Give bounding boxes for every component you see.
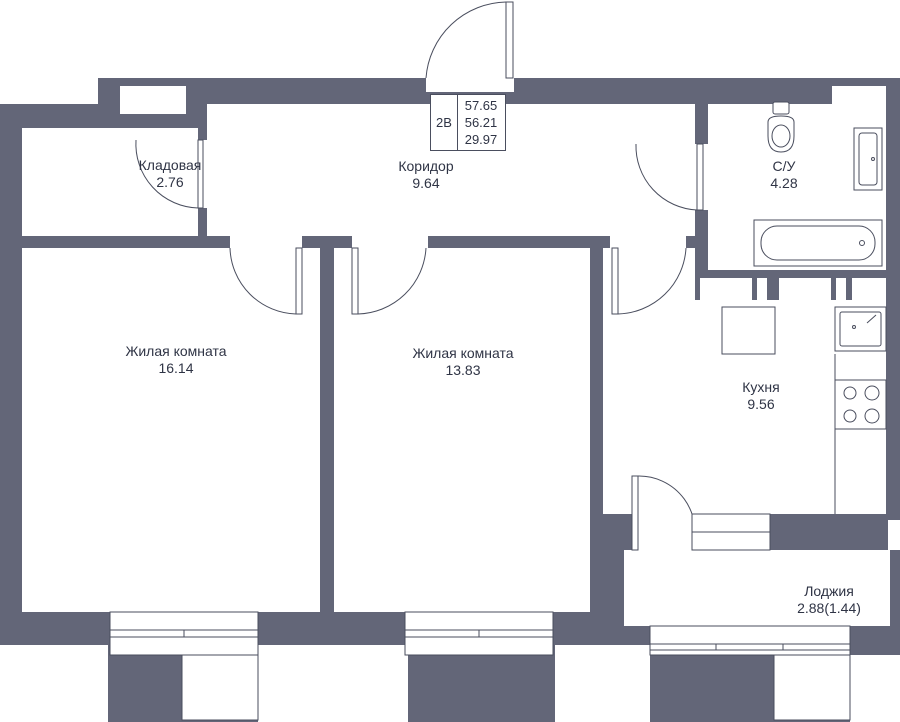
kitchen-window — [691, 513, 771, 551]
stove-icon — [834, 379, 887, 430]
living1-floor — [22, 248, 320, 612]
bottom-windows — [109, 611, 851, 721]
apartment-type: 2В — [431, 95, 458, 150]
total-area-excl-loggia: 56.21 — [464, 115, 498, 130]
kitchen-fixtures — [721, 306, 887, 514]
living2-floor — [334, 248, 590, 612]
total-area: 57.65 — [464, 98, 498, 113]
fridge-icon — [721, 306, 776, 355]
kitchen-sink-icon — [834, 306, 887, 352]
toilet-icon — [767, 101, 795, 153]
storage-floor — [22, 128, 198, 236]
living-area: 29.97 — [464, 132, 498, 147]
entrance-door — [425, 1, 514, 92]
sink-icon — [853, 127, 883, 191]
bathroom-fixtures — [753, 101, 883, 267]
niche-boxes — [700, 278, 886, 300]
top-windows — [120, 86, 886, 114]
loggia-floor — [624, 550, 890, 626]
apartment-legend: 2В 57.65 56.21 29.97 — [430, 94, 506, 151]
bathtub-icon — [753, 219, 883, 267]
